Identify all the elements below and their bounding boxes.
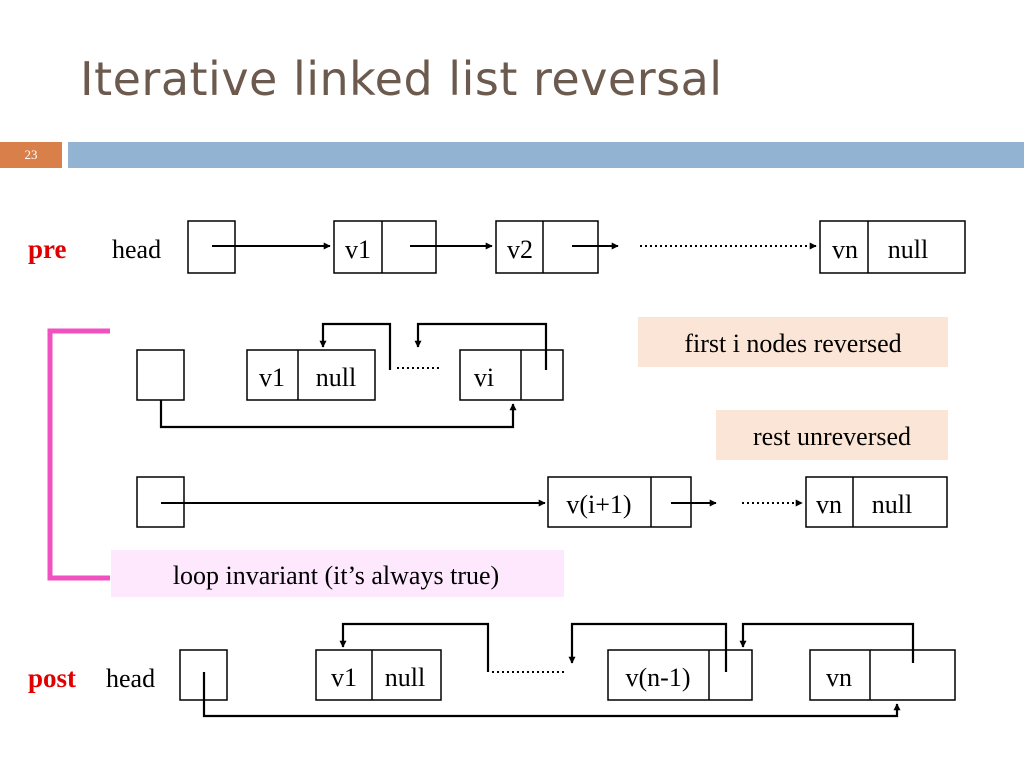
slide-number: 23 — [0, 142, 62, 168]
post-head-arrow-to-vn — [202, 672, 901, 718]
inv-node-vn-null: null — [872, 490, 912, 519]
invariant-bracket — [47, 328, 110, 581]
pre-label: pre — [28, 234, 67, 264]
inv-node-vi — [459, 349, 564, 401]
rest-unreversed-box — [716, 410, 948, 460]
inv-node-vn-label: vn — [816, 490, 842, 519]
pre-node-v1-label: v1 — [345, 235, 371, 264]
post-label: post — [28, 663, 76, 693]
post-back-arrow-vn-to-v-n-minus-1 — [739, 622, 915, 663]
loop-invariant-box — [111, 550, 564, 597]
first-i-reversed-text: first i nodes reversed — [684, 329, 901, 358]
inv-back-arrow-to-v1 — [319, 322, 392, 370]
post-head-label: head — [106, 664, 155, 693]
post-node-vn — [809, 649, 956, 701]
slide-title: Iterative linked list reversal — [80, 52, 723, 106]
pre-node-vn — [819, 220, 966, 274]
loop-invariant-text: loop invariant (it’s always true) — [173, 561, 499, 590]
post-node-v-n-minus-1-label: v(n-1) — [626, 663, 691, 692]
post-node-vn-label: vn — [826, 663, 852, 692]
pre-node-v2-label: v2 — [507, 235, 533, 264]
inv-prev-pointer-box — [136, 349, 185, 401]
post-back-arrow-from-v-n-minus-1 — [568, 622, 728, 672]
inv-node-v1-label: v1 — [259, 363, 285, 392]
inv-node-v1-null: null — [316, 363, 356, 392]
post-node-v1 — [315, 649, 442, 701]
pre-node-vn-null: null — [888, 235, 928, 264]
inv-back-arrow-from-vi — [414, 322, 548, 370]
post-node-v1-null: null — [385, 663, 425, 692]
post-node-v1-label: v1 — [331, 663, 357, 692]
first-i-reversed-box — [638, 317, 948, 367]
inv-prev-arrow-to-vi — [159, 400, 517, 429]
inv-node-v-i-plus-1-label: v(i+1) — [566, 490, 631, 519]
post-node-v-n-minus-1 — [607, 649, 753, 701]
inv-node-vn — [805, 476, 948, 528]
title-divider-bar — [68, 142, 1024, 168]
rest-unreversed-text: rest unreversed — [753, 422, 911, 451]
pre-node-vn-label: vn — [832, 235, 858, 264]
pre-head-label: head — [112, 235, 161, 264]
post-back-arrow-to-v1 — [339, 622, 490, 672]
inv-node-vi-label: vi — [474, 363, 494, 392]
inv-node-v1 — [246, 349, 376, 401]
